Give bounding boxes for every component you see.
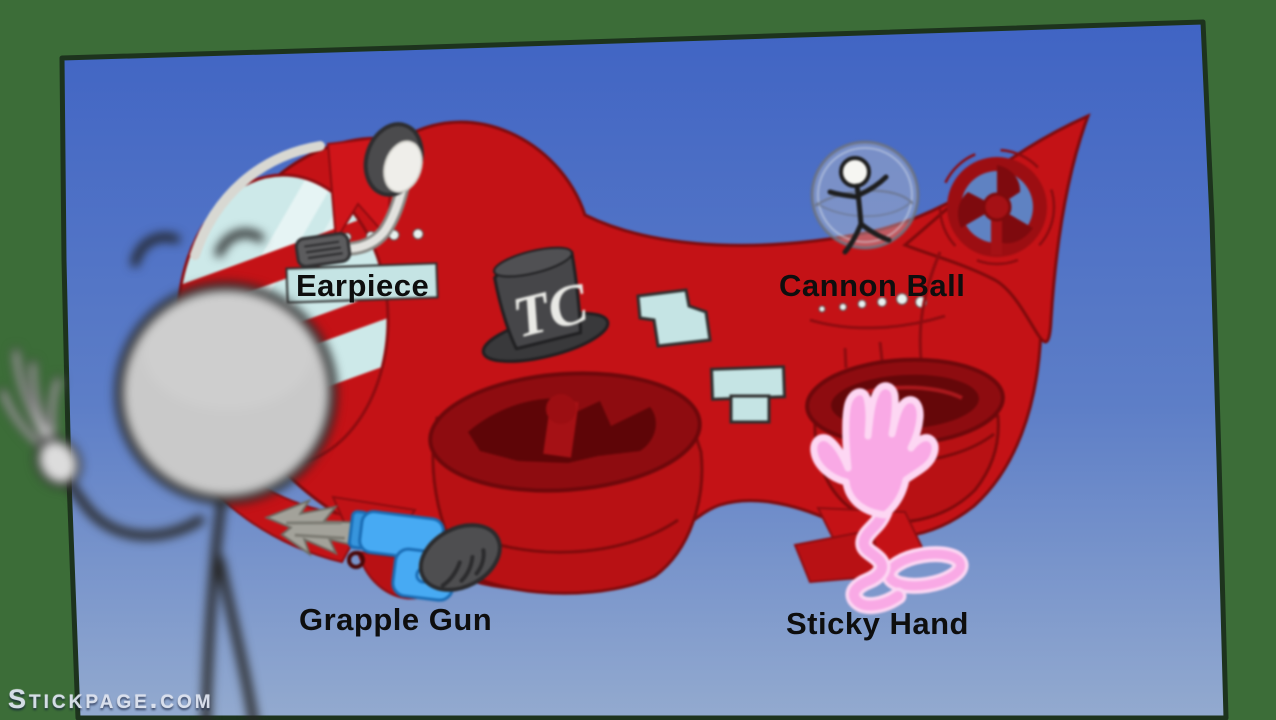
item-grapple-gun[interactable] — [259, 486, 517, 611]
henry-leg-left — [201, 493, 227, 720]
hull-windows — [285, 262, 787, 424]
sticky-hand-palm — [810, 382, 939, 519]
label-grapple-gun[interactable]: Grapple Gun — [299, 602, 493, 637]
label-earpiece[interactable]: Earpiece — [296, 268, 430, 303]
henry-eyebrow-left — [131, 233, 180, 267]
cannon-ball-figure — [827, 156, 892, 255]
toppat-hat: TC — [481, 246, 610, 363]
henry-leg-right — [215, 555, 258, 720]
henry-head-highlight — [143, 294, 313, 410]
panel-lines — [809, 251, 946, 369]
item-sticky-hand[interactable] — [810, 382, 969, 615]
henry-foreground — [0, 229, 337, 720]
label-cannon-ball[interactable]: Cannon Ball — [779, 268, 966, 303]
item-cannon-ball[interactable] — [810, 140, 920, 255]
glove-hand — [418, 523, 502, 592]
earpiece-mic — [294, 232, 352, 268]
nose-trim — [190, 141, 325, 260]
henry-eyebrow-right — [215, 229, 264, 257]
earpiece-cup — [363, 122, 424, 197]
henry-hand — [0, 347, 82, 488]
label-sticky-hand[interactable]: Sticky Hand — [786, 606, 969, 641]
item-earpiece[interactable] — [294, 117, 432, 268]
tail-turbine — [938, 148, 1056, 266]
stickpage-watermark: Stickpage.com — [8, 684, 214, 714]
